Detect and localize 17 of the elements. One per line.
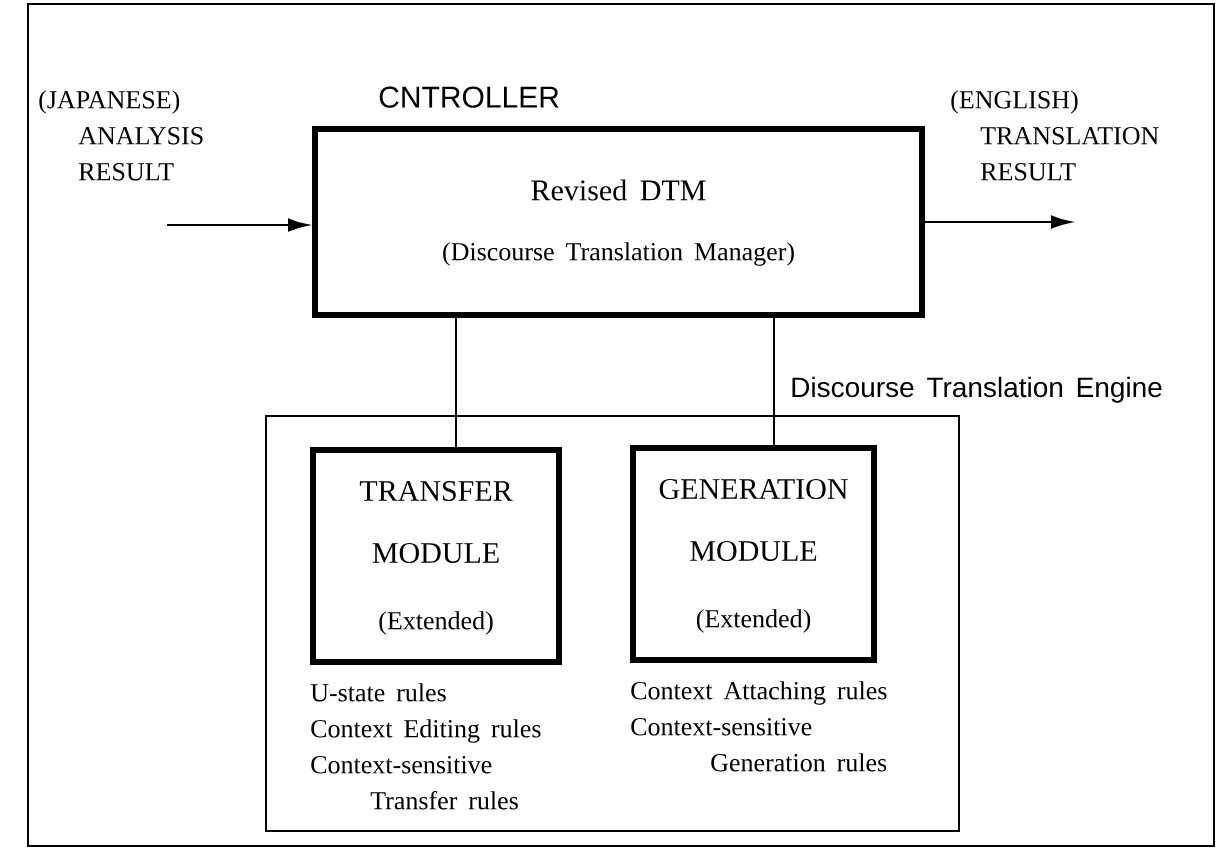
io-label: (ENGLISH) TRANSLATION RESULT xyxy=(951,90,1159,181)
module-title: TRANSFER MODULE xyxy=(359,480,513,564)
rule-text: Context Editing rules xyxy=(311,719,541,743)
rule-text: Context-sensitive Transfer rules xyxy=(311,756,518,810)
rule-text: Context-sensitive Generation rules xyxy=(631,718,887,772)
heading: Discourse Translation Engine xyxy=(792,376,1162,403)
box-subtitle: (Discourse Translation Manager) xyxy=(443,242,794,266)
heading: CNTROLLER xyxy=(379,86,559,108)
connector-line xyxy=(773,317,775,446)
module-note: (Extended) xyxy=(379,611,493,635)
module-note: (Extended) xyxy=(696,609,811,633)
connector-line xyxy=(455,317,457,448)
rule-text: Context Attaching rules xyxy=(631,681,887,705)
module-title: GENERATION MODULE xyxy=(659,478,848,562)
rule-text: U-state rules xyxy=(310,683,446,702)
io-label: (JAPANESE) ANALYSIS RESULT xyxy=(39,90,203,181)
box-title: Revised DTM xyxy=(531,179,706,201)
